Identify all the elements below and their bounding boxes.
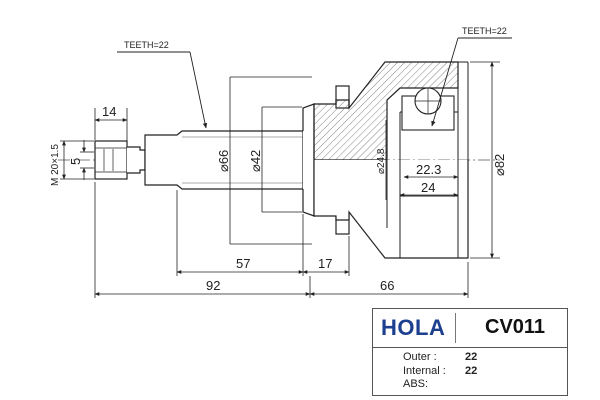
dim-14 <box>94 108 128 146</box>
dim-thread <box>60 140 94 180</box>
spec-value: 22 <box>465 364 478 377</box>
dim-dia-82 <box>470 61 500 259</box>
dim-24-label: 24 <box>421 180 435 195</box>
stem-flare <box>302 103 315 217</box>
spec-row-outer: Outer : 22 <box>403 351 567 365</box>
spec-row-internal: Internal : 22 <box>403 365 567 379</box>
spec-table: HOLA CV011 Outer : 22 Internal : 22 ABS: <box>372 308 568 396</box>
dim-17-label: 17 <box>318 256 332 271</box>
dim-57-label: 57 <box>236 256 250 271</box>
header-divider <box>455 313 456 343</box>
shaft-neck <box>127 146 146 174</box>
dim-horizontal <box>94 182 469 298</box>
dim-14-label: 14 <box>102 104 116 119</box>
teeth-label-right: TEETH=22 <box>462 26 507 36</box>
dim-66-label: 66 <box>380 278 394 293</box>
dim-92-label: 92 <box>206 278 220 293</box>
spec-label: ABS: <box>403 378 429 390</box>
spec-header: HOLA CV011 <box>373 309 567 348</box>
spec-row-abs: ABS: <box>403 378 567 392</box>
spec-rows: Outer : 22 Internal : 22 ABS: <box>373 348 567 392</box>
teeth-label-left: TEETH=22 <box>124 40 169 50</box>
dim-thread-label: M 20×1.5 <box>50 144 61 186</box>
dim-dia-82-label: ⌀82 <box>492 154 507 176</box>
spec-label: Internal : <box>403 364 446 377</box>
brand-logo: HOLA <box>381 315 446 340</box>
shaft-thread <box>94 140 128 180</box>
part-code: CV011 <box>485 316 546 338</box>
teeth-leaders <box>117 37 512 129</box>
dim-5-label: 5 <box>68 158 83 165</box>
dim-dia-42-label: ⌀42 <box>248 150 263 172</box>
dim-dia-66-42 <box>229 76 312 245</box>
dim-22-3-label: 22.3 <box>416 162 441 177</box>
spec-value: 22 <box>465 351 478 363</box>
ball-cage <box>401 87 455 131</box>
dim-dia-24-8-label: ⌀24.8 <box>376 148 387 174</box>
dim-22-3-24 <box>399 175 459 197</box>
spec-label: Outer : <box>403 351 437 363</box>
bell-outline <box>313 160 469 259</box>
dim-dia-66-label: ⌀66 <box>216 150 231 172</box>
